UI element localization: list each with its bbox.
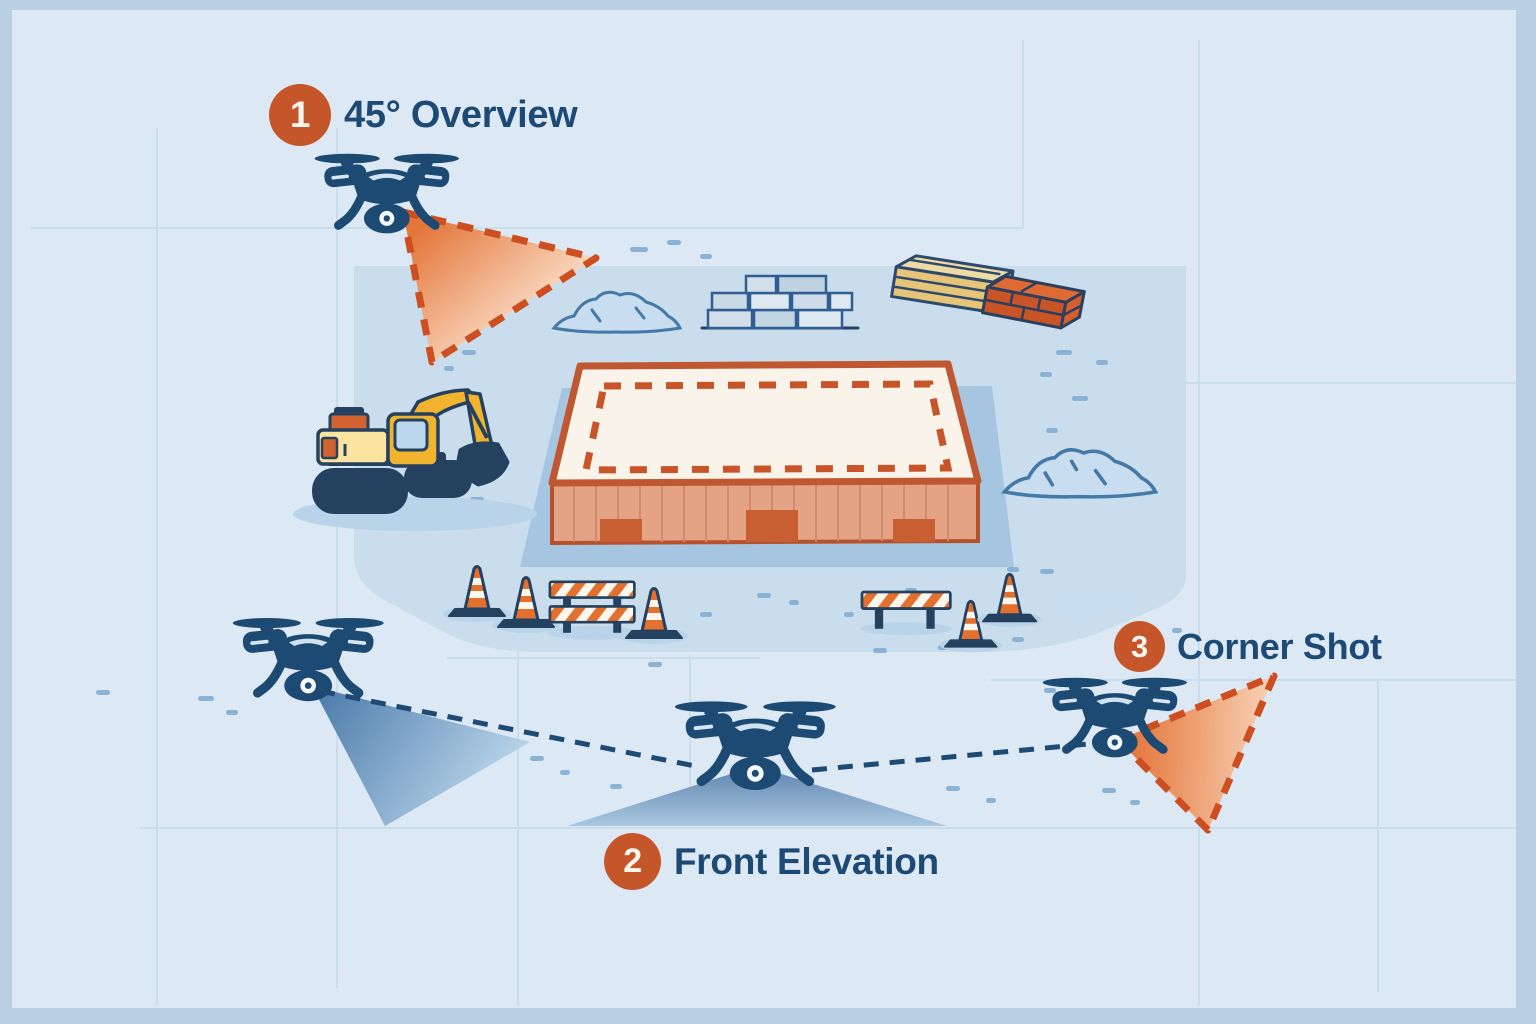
camera-view-cone-overview — [399, 208, 600, 366]
step-badge-2: 2 — [604, 833, 661, 890]
dashed-sight-lines — [319, 688, 1089, 773]
gravel-mound-icon — [1002, 447, 1158, 499]
camera-view-cone-left — [312, 686, 530, 826]
roof-dashed-outline — [581, 380, 953, 474]
building-roof — [548, 360, 982, 487]
background-grid — [30, 40, 1516, 1005]
gravel-mound-icon — [552, 290, 682, 334]
excavator-bucket — [454, 441, 510, 487]
step-badge-1: 1 — [269, 84, 331, 146]
concrete-blocks-icon — [700, 274, 860, 330]
camera-view-cone-corner — [1114, 672, 1278, 834]
facade-panel-lines — [573, 482, 949, 542]
ground-patches — [1050, 590, 1142, 615]
annotation-label: Corner Shot — [1177, 625, 1382, 667]
building-pad-icon — [520, 360, 1014, 567]
annotation-corner-shot: 3 Corner Shot — [1114, 621, 1382, 672]
annotation-overview: 1 45° Overview — [269, 84, 578, 146]
annotation-label: Front Elevation — [674, 840, 939, 882]
step-badge-3: 3 — [1114, 621, 1165, 672]
camera-view-cone-front — [567, 766, 947, 826]
annotation-front-elevation: 2 Front Elevation — [604, 833, 939, 890]
facade-doors — [600, 510, 935, 542]
excavator-icon — [293, 388, 537, 531]
excavator-window — [393, 418, 429, 452]
annotation-label: 45° Overview — [344, 93, 578, 136]
brick-stack-icon — [980, 274, 1086, 330]
